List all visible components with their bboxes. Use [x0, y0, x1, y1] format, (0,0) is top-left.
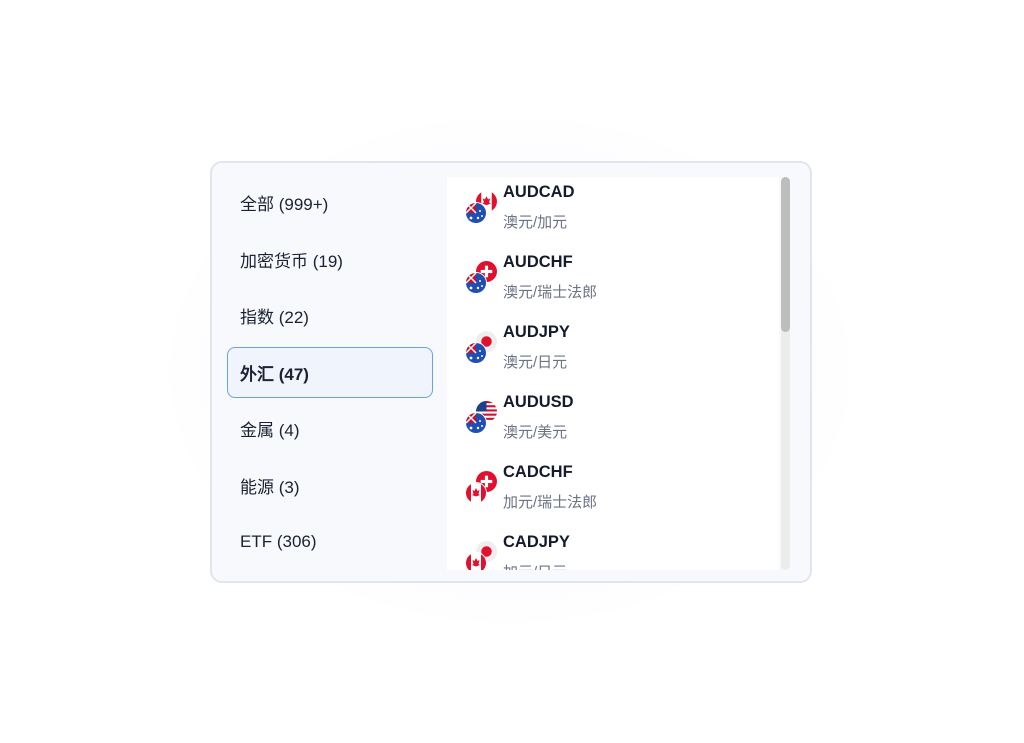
- instrument-symbol: AUDUSD: [503, 393, 574, 411]
- instrument-symbol: CADCHF: [503, 463, 573, 481]
- instrument-row[interactable]: AUDCAD 澳元/加元: [447, 177, 779, 247]
- instrument-name: 澳元/加元: [503, 214, 568, 231]
- instrument-name: 澳元/日元: [503, 354, 568, 371]
- instrument-name: 澳元/美元: [503, 424, 568, 441]
- category-item[interactable]: 能源 (3): [227, 460, 433, 511]
- instrument-picker: 全部 (999+) 加密货币 (19) 指数 (22) 外汇 (47) 金属 (4) 能源…: [210, 161, 812, 583]
- base-flag-icon: [465, 412, 487, 434]
- base-flag-icon: [465, 552, 487, 570]
- instrument-symbol: CADJPY: [503, 533, 570, 551]
- category-label: 金属 (4): [240, 421, 300, 440]
- category-item[interactable]: 加密货币 (19): [227, 234, 433, 285]
- instrument-row[interactable]: AUDCHF 澳元/瑞士法郎: [447, 247, 779, 317]
- instrument-row[interactable]: AUDUSD 澳元/美元: [447, 387, 779, 457]
- currency-pair-flags: [465, 401, 499, 435]
- currency-pair-flags: [465, 471, 499, 505]
- base-flag-icon: [465, 272, 487, 294]
- scrollbar-thumb[interactable]: [781, 177, 790, 332]
- instrument-row[interactable]: AUDJPY 澳元/日元: [447, 317, 779, 387]
- currency-pair-flags: [465, 331, 499, 365]
- instrument-symbol: AUDJPY: [503, 323, 570, 341]
- category-label: 加密货币 (19): [240, 251, 343, 271]
- currency-pair-flags: [465, 191, 499, 225]
- currency-pair-flags: [465, 261, 499, 295]
- category-item[interactable]: 指数 (22): [227, 290, 433, 341]
- category-label: 能源 (3): [240, 477, 300, 497]
- instrument-symbol: AUDCAD: [503, 183, 575, 201]
- instrument-symbol: AUDCHF: [503, 253, 573, 271]
- base-flag-icon: [465, 202, 487, 224]
- scrollbar[interactable]: [781, 177, 790, 570]
- instrument-row[interactable]: CADJPY 加元/日元: [447, 527, 779, 570]
- base-flag-icon: [465, 342, 487, 364]
- instrument-name: 加元/日元: [503, 561, 567, 570]
- category-item[interactable]: ETF (306): [227, 516, 433, 567]
- instrument-list: AUDCAD 澳元/加元 AUDCHF 澳元/瑞士法郎 AUDJPY 澳元/日元 AUDUS…: [447, 177, 779, 570]
- category-label: 外汇 (47): [240, 364, 309, 384]
- category-label: ETF (306): [240, 531, 317, 551]
- base-flag-icon: [465, 482, 487, 504]
- category-item[interactable]: 全部 (999+): [227, 177, 433, 228]
- instrument-name: 加元/瑞士法郎: [503, 494, 598, 511]
- currency-pair-flags: [465, 541, 499, 570]
- category-label: 全部 (999+): [240, 195, 329, 214]
- category-label: 指数 (22): [240, 308, 309, 327]
- category-item[interactable]: 外汇 (47): [227, 346, 433, 398]
- category-list: 全部 (999+) 加密货币 (19) 指数 (22) 外汇 (47) 金属 (4) 能源…: [227, 163, 433, 567]
- instrument-row[interactable]: CADCHF 加元/瑞士法郎: [447, 457, 779, 527]
- category-item[interactable]: 金属 (4): [227, 403, 433, 454]
- instrument-name: 澳元/瑞士法郎: [503, 284, 598, 301]
